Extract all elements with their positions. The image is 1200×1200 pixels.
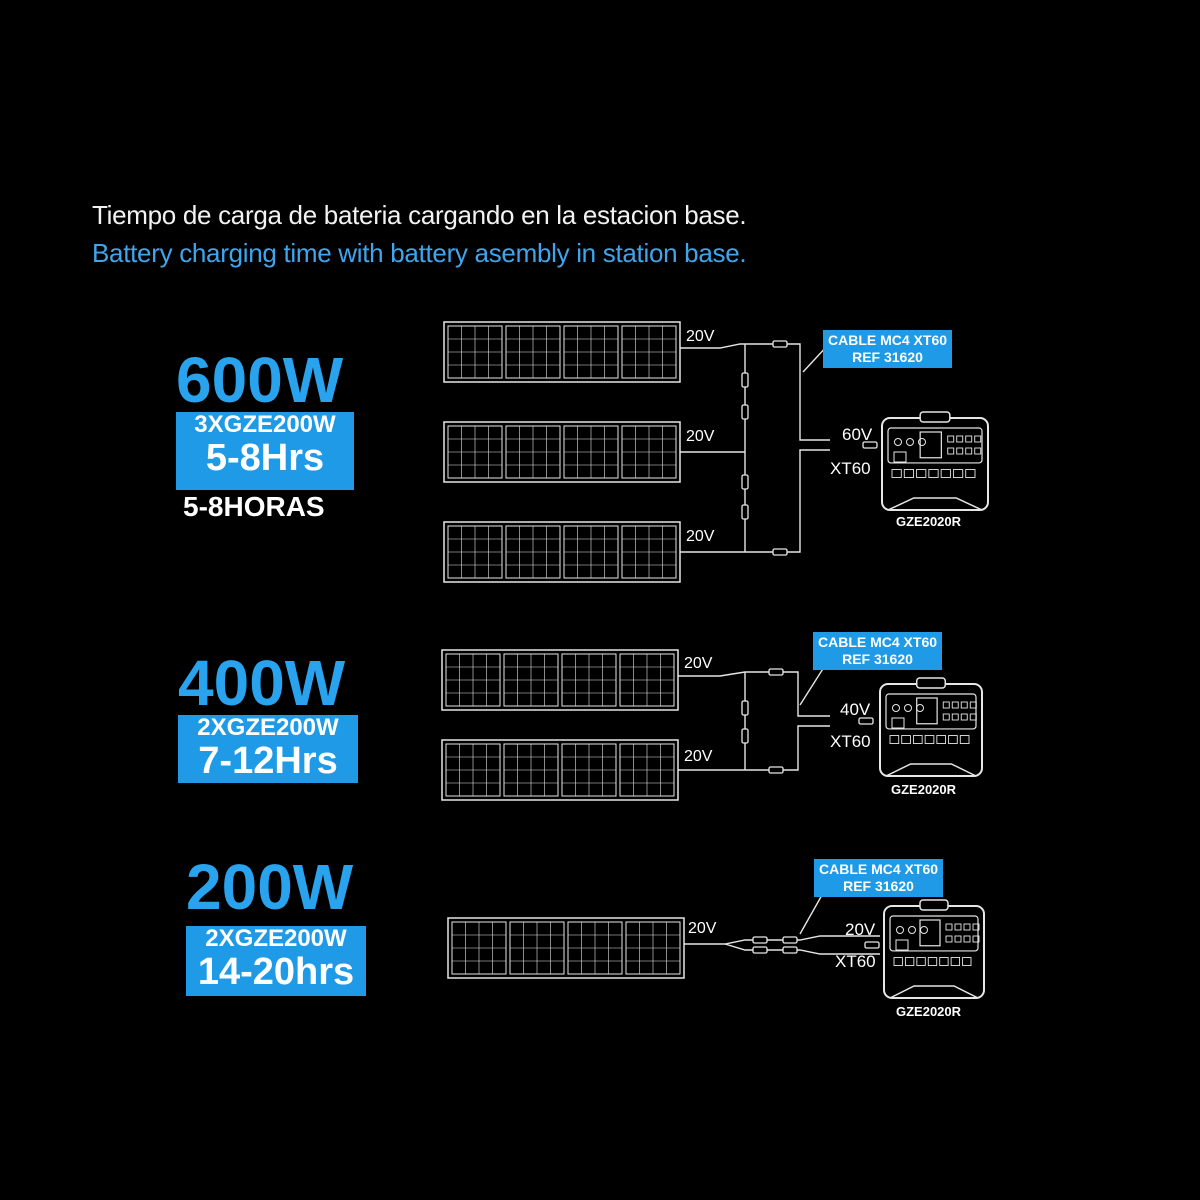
solar-panel-400-2: [441, 739, 679, 801]
cable-400-a: [678, 671, 790, 677]
power-station-400: [879, 677, 983, 777]
solar-panel-200-1: [447, 917, 685, 979]
cable-400-line1: CABLE MC4 XT60: [818, 634, 938, 650]
connector-400: XT60: [830, 732, 871, 751]
panel-voltage-200-1: 20V: [688, 920, 717, 937]
solar-panel-600-1: [443, 321, 681, 383]
panel-voltage-600-3: 20V: [686, 528, 715, 545]
cable-200-pos: [684, 935, 880, 945]
output-voltage-600: 60V: [842, 425, 873, 444]
mc4-connector-600-5: [772, 340, 788, 348]
mc4-connector-600-4: [741, 504, 749, 520]
connector-200: XT60: [835, 952, 876, 971]
station-label-400: GZE2020R: [891, 782, 957, 797]
output-voltage-400: 40V: [840, 700, 871, 719]
station-label-200: GZE2020R: [896, 1004, 962, 1019]
watts-600: 600W: [176, 344, 344, 416]
mc4-connector-200-4: [782, 946, 798, 954]
mc4-connector-400-3: [768, 668, 784, 676]
mc4-connector-600-6: [772, 548, 788, 556]
callout-pointer-200: [799, 894, 823, 935]
mc4-connector-600-3: [741, 474, 749, 490]
solar-panel-600-2: [443, 421, 681, 483]
config-200-model: 2XGZE200W: [205, 925, 347, 952]
cable-200-neg: [724, 943, 880, 955]
solar-panel-400-1: [441, 649, 679, 711]
mc4-connector-600-1: [741, 372, 749, 388]
cable-callout-600: CABLE MC4 XT60 REF 31620: [823, 330, 953, 368]
xt60-connector-600: [862, 441, 878, 449]
cable-200-line1: CABLE MC4 XT60: [819, 861, 939, 877]
watts-200: 200W: [186, 851, 354, 923]
title-spanish: Tiempo de carga de bateria cargando en l…: [92, 200, 747, 230]
cable-callout-400: CABLE MC4 XT60 REF 31620: [813, 632, 943, 670]
watts-400: 400W: [178, 647, 346, 719]
cable-callout-200: CABLE MC4 XT60 REF 31620: [814, 859, 944, 897]
panel-voltage-600-1: 20V: [686, 328, 715, 345]
xt60-connector-400: [858, 717, 874, 725]
panel-voltage-400-1: 20V: [684, 655, 713, 672]
mc4-connector-400-1: [741, 700, 749, 716]
solar-panel-600-3: [443, 521, 681, 583]
config-600-hours-es: 5-8HORAS: [183, 491, 325, 522]
cable-600-a: [680, 343, 760, 349]
config-400-box: 2XGZE200W 7-12Hrs: [178, 715, 358, 783]
callout-pointer-400: [799, 663, 827, 706]
config-600-model: 3XGZE200W: [194, 411, 336, 438]
power-station-200: [883, 899, 985, 999]
mc4-connector-600-2: [741, 404, 749, 420]
mc4-connector-400-2: [741, 728, 749, 744]
cable-200-line2: REF 31620: [843, 878, 914, 894]
config-200-hours: 14-20hrs: [197, 951, 355, 993]
cable-600-line1: CABLE MC4 XT60: [828, 332, 948, 348]
cable-600-out-neg: [790, 449, 830, 553]
config-600-box: 3XGZE200W 5-8Hrs: [176, 412, 354, 490]
connector-600: XT60: [830, 459, 871, 478]
cable-400-out-neg: [790, 725, 830, 771]
cable-600-line2: REF 31620: [852, 349, 923, 365]
panel-voltage-400-2: 20V: [684, 748, 713, 765]
panel-voltage-600-2: 20V: [686, 428, 715, 445]
output-voltage-200: 20V: [845, 920, 876, 939]
config-400-hours: 7-12Hrs: [198, 740, 338, 782]
mc4-connector-200-1: [752, 936, 768, 944]
cable-400-line2: REF 31620: [842, 651, 913, 667]
power-station-600: [881, 411, 989, 511]
config-200-box: 2XGZE200W 14-20hrs: [186, 926, 366, 996]
cable-400-out-pos: [790, 671, 830, 717]
config-400-model: 2XGZE200W: [197, 714, 339, 741]
station-label-600: GZE2020R: [896, 514, 962, 529]
config-600-hours: 5-8Hrs: [205, 437, 325, 479]
mc4-connector-200-3: [782, 936, 798, 944]
cable-600-out-pos: [760, 343, 830, 441]
mc4-connector-400-4: [768, 766, 784, 774]
title-english: Battery charging time with battery asemb…: [92, 238, 747, 268]
mc4-connector-200-2: [752, 946, 768, 954]
xt60-connector-200: [864, 941, 880, 949]
